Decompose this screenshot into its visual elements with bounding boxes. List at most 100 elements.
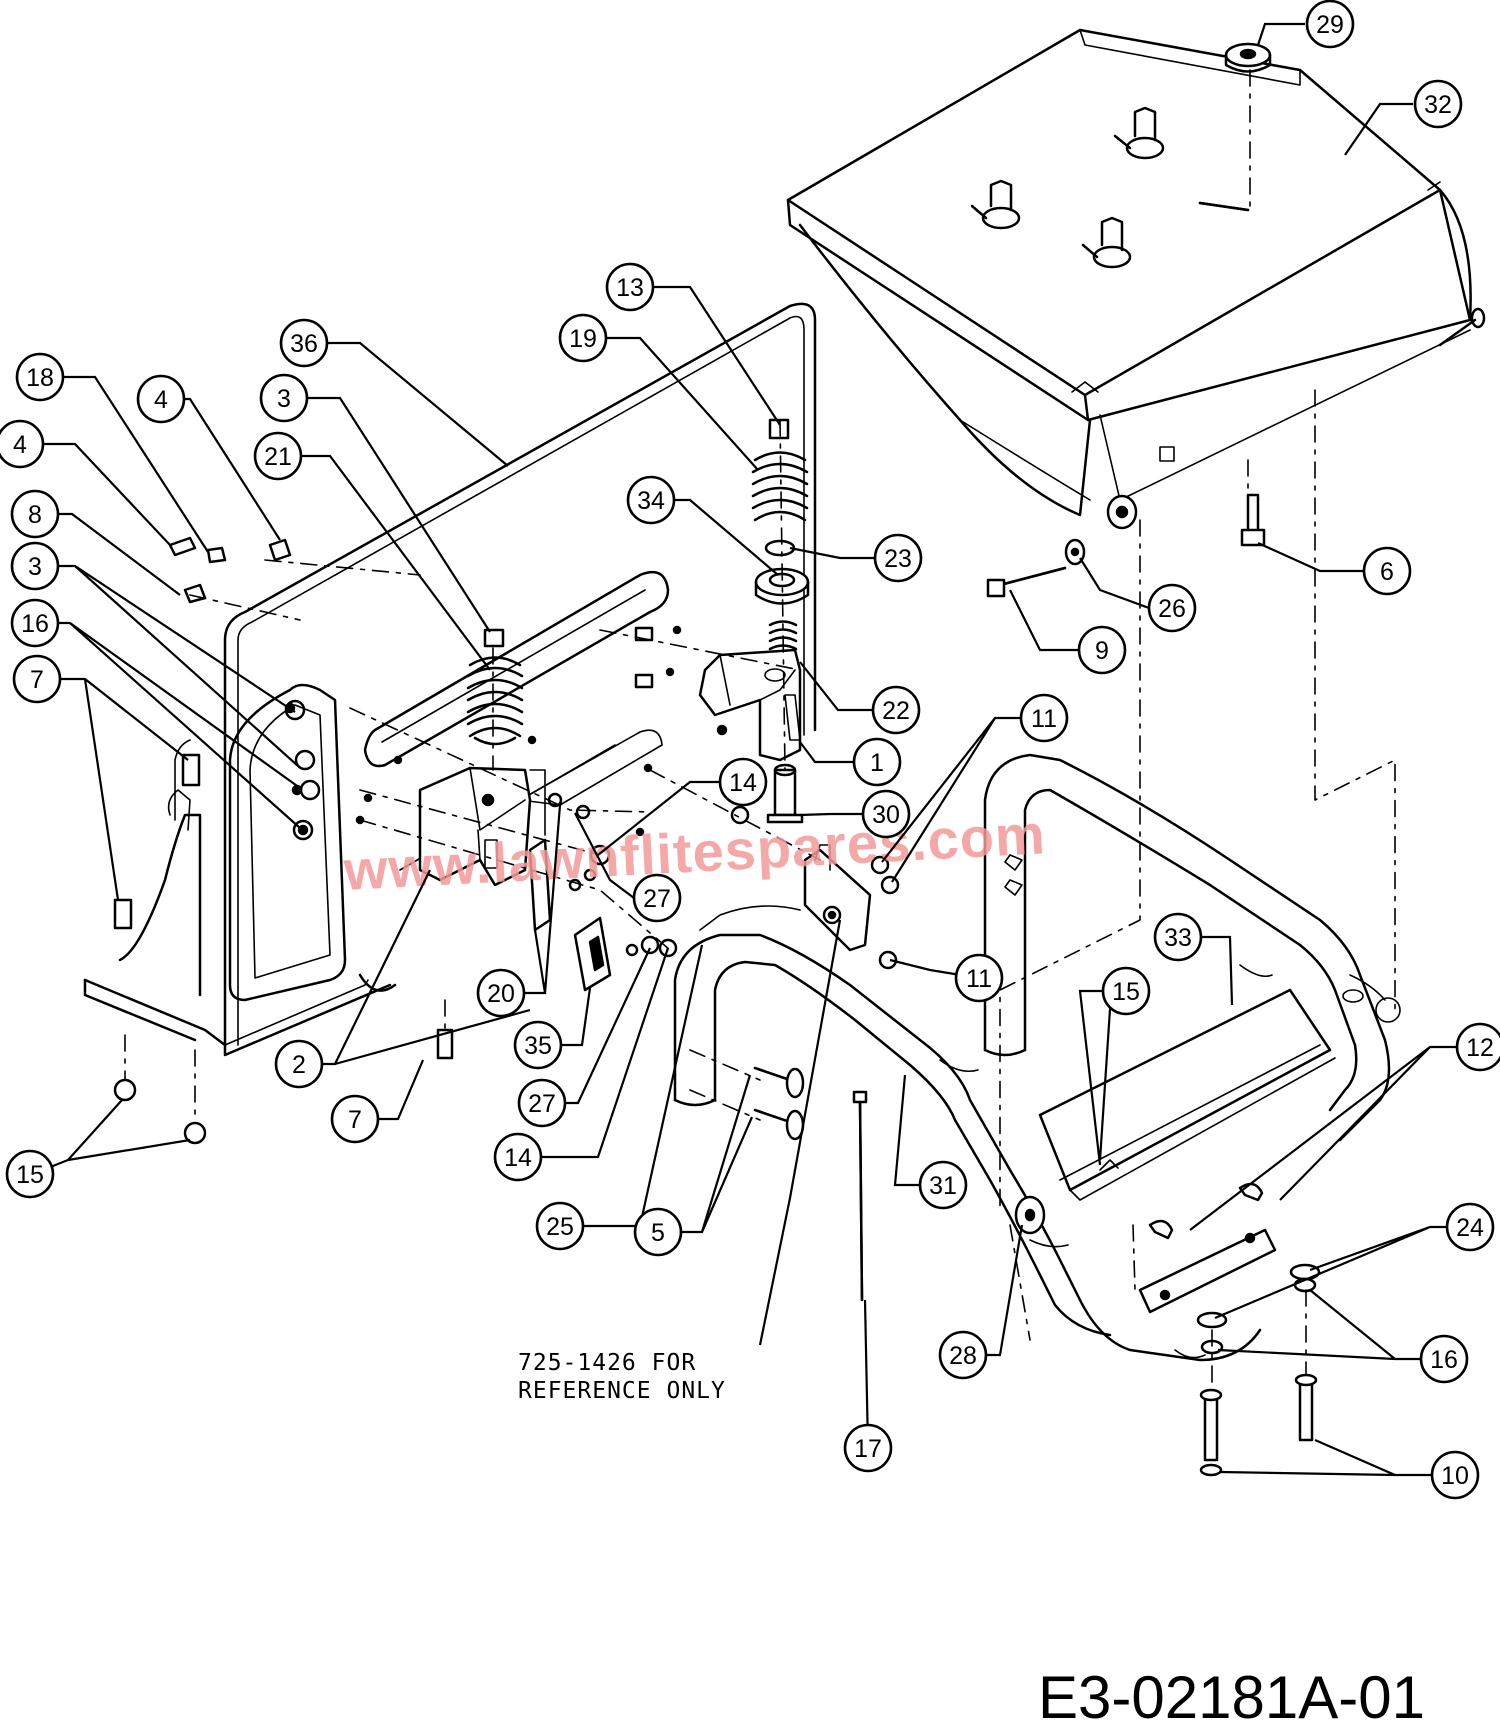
svg-text:28: 28	[949, 1342, 977, 1370]
callout-36: 36	[279, 318, 329, 368]
callouts: 29 32 13 19 36 3 21 18 4 4 8 3 16 7 34 2…	[0, 0, 1500, 1500]
handle-frame-part-31	[673, 753, 1401, 1362]
reference-note-line-1: 725-1426 FOR	[518, 1350, 696, 1376]
svg-text:3: 3	[277, 385, 291, 413]
callout-35: 35	[513, 1020, 563, 1070]
callout-27b: 27	[517, 1078, 567, 1128]
bracket-part-35	[573, 916, 612, 992]
svg-text:5: 5	[651, 1219, 665, 1247]
callout-20: 20	[476, 968, 526, 1018]
svg-text:18: 18	[26, 364, 54, 392]
callout-2: 2	[274, 1039, 324, 1089]
hopper-deck-part-32	[786, 28, 1486, 598]
callout-31: 31	[918, 1160, 968, 1210]
svg-text:34: 34	[637, 487, 665, 515]
svg-text:15: 15	[1112, 978, 1140, 1006]
bracket-part-24	[1138, 1182, 1321, 1355]
callout-27a: 27	[632, 873, 682, 923]
bolts-part-10	[1199, 1373, 1318, 1477]
callout-25: 25	[535, 1201, 585, 1251]
callout-26: 26	[1147, 583, 1197, 633]
callout-21: 21	[253, 431, 303, 481]
svg-text:33: 33	[1164, 924, 1192, 952]
callout-23: 23	[873, 533, 923, 583]
callout-7a: 7	[12, 654, 62, 704]
callout-8: 8	[10, 489, 60, 539]
svg-text:17: 17	[854, 1435, 882, 1463]
svg-text:32: 32	[1424, 91, 1452, 119]
rod-part-17	[852, 1090, 868, 1302]
bracket-part-1	[698, 648, 802, 762]
callout-3a: 3	[259, 373, 309, 423]
svg-text:26: 26	[1158, 595, 1186, 623]
svg-text:8: 8	[28, 501, 42, 529]
callout-1: 1	[852, 737, 902, 787]
callout-6: 6	[1362, 546, 1412, 596]
callout-11b: 11	[954, 953, 1004, 1003]
pin-part-30	[766, 763, 804, 824]
callout-18: 18	[15, 352, 65, 402]
callout-10: 10	[1430, 1450, 1480, 1500]
svg-text:9: 9	[1095, 637, 1109, 665]
pulley-part-34	[754, 567, 810, 605]
svg-text:2: 2	[292, 1051, 306, 1079]
svg-text:19: 19	[569, 325, 597, 353]
callout-5: 5	[633, 1207, 683, 1257]
svg-text:22: 22	[882, 697, 910, 725]
panel-part-33	[1038, 988, 1336, 1201]
callout-29: 29	[1305, 0, 1355, 49]
svg-text:7: 7	[348, 1106, 362, 1134]
svg-text:31: 31	[929, 1172, 957, 1200]
callout-3b: 3	[10, 541, 60, 591]
callout-4a: 4	[136, 374, 186, 424]
svg-text:20: 20	[487, 980, 515, 1008]
svg-text:3: 3	[28, 553, 42, 581]
washer-part-28	[1014, 1195, 1046, 1235]
svg-text:29: 29	[1316, 11, 1344, 39]
callout-13: 13	[605, 262, 655, 312]
svg-text:15: 15	[16, 1161, 44, 1189]
svg-text:12: 12	[1466, 1034, 1494, 1062]
callout-24: 24	[1445, 1202, 1495, 1252]
svg-text:25: 25	[546, 1213, 574, 1241]
svg-text:10: 10	[1441, 1462, 1469, 1490]
svg-text:14: 14	[729, 769, 757, 797]
svg-text:4: 4	[13, 431, 27, 459]
svg-text:30: 30	[872, 801, 900, 829]
assembly-center-lines	[124, 69, 1396, 1391]
callout-19: 19	[558, 313, 608, 363]
drawing-number: E3-02181A-01	[1038, 1664, 1425, 1731]
callout-15b: 15	[5, 1149, 55, 1199]
svg-text:14: 14	[504, 1144, 532, 1172]
svg-text:7: 7	[30, 666, 44, 694]
callout-17: 17	[843, 1423, 893, 1473]
spring-left-part-21	[466, 628, 524, 746]
svg-text:35: 35	[524, 1032, 552, 1060]
svg-text:27: 27	[643, 885, 671, 913]
callout-7b: 7	[330, 1094, 380, 1144]
callout-16b: 16	[1419, 1334, 1469, 1384]
svg-text:6: 6	[1380, 558, 1394, 586]
svg-text:21: 21	[264, 443, 292, 471]
callout-4b: 4	[0, 419, 45, 469]
callout-14b: 14	[493, 1132, 543, 1182]
callout-11a: 11	[1019, 693, 1069, 743]
svg-text:23: 23	[884, 545, 912, 573]
svg-text:16: 16	[1430, 1346, 1458, 1374]
svg-text:11: 11	[966, 965, 992, 993]
svg-text:36: 36	[290, 330, 318, 358]
callout-9: 9	[1077, 625, 1127, 675]
callout-16a: 16	[10, 598, 60, 648]
svg-text:4: 4	[154, 386, 168, 414]
callout-28: 28	[938, 1330, 988, 1380]
svg-text:16: 16	[21, 610, 49, 638]
callout-14a: 14	[718, 757, 768, 807]
svg-text:13: 13	[616, 274, 644, 302]
spring-right-part-19	[751, 418, 809, 557]
callout-22: 22	[871, 685, 921, 735]
back-plate-part-36	[83, 302, 817, 1057]
carriage-bolts-part-5	[753, 1066, 805, 1141]
svg-text:24: 24	[1456, 1214, 1484, 1242]
callout-15a: 15	[1101, 966, 1151, 1016]
callout-34: 34	[626, 475, 676, 525]
